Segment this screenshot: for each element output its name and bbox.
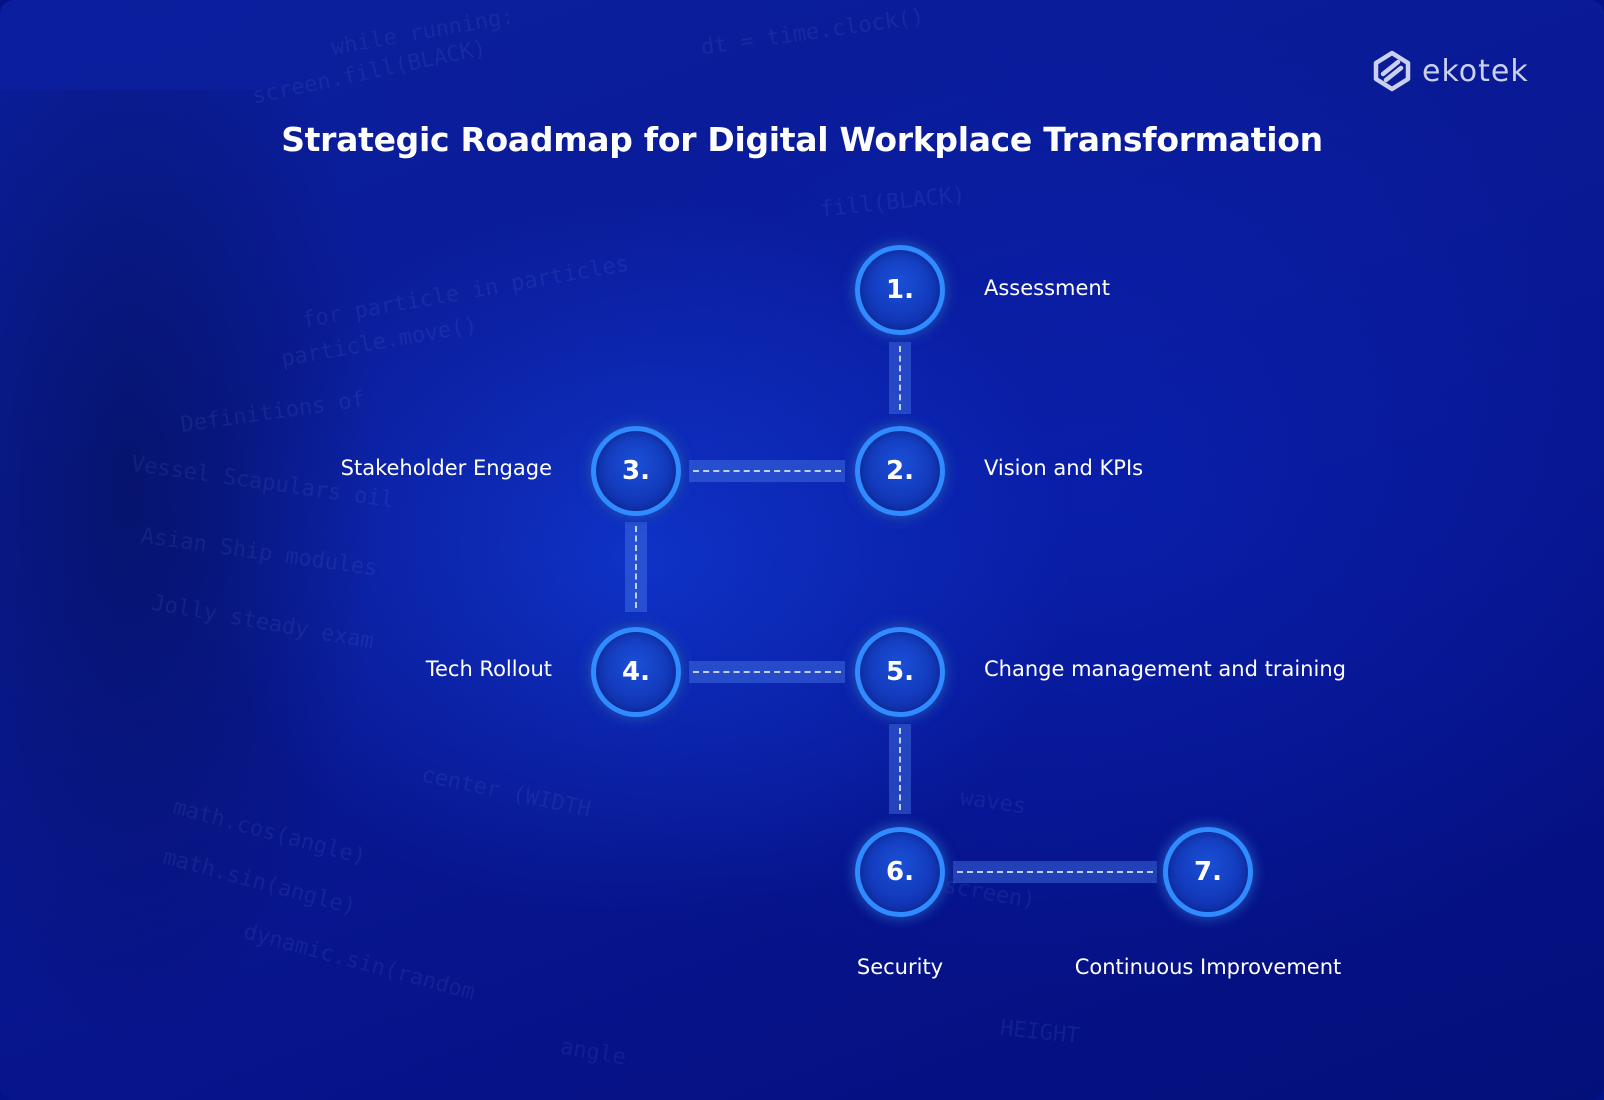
page-title: Strategic Roadmap for Digital Workplace … xyxy=(281,120,1323,159)
connector-1-2 xyxy=(889,342,911,414)
step-4-number: 4. xyxy=(622,657,650,687)
brand-name: ekotek xyxy=(1422,53,1529,89)
step-6-label: Security xyxy=(856,955,944,979)
step-4-label: Tech Rollout xyxy=(425,657,552,681)
step-5-label: Change management and training xyxy=(984,657,1346,681)
connector-3-4 xyxy=(625,522,647,612)
step-5-ring: 5. xyxy=(855,627,945,717)
connector-5-6 xyxy=(889,724,911,814)
step-6-number: 6. xyxy=(886,857,914,887)
step-3-label: Stakeholder Engage xyxy=(340,456,552,480)
connector-3-2 xyxy=(689,460,845,482)
step-7-label: Continuous Improvement xyxy=(1074,955,1342,979)
step-2-node: 2. xyxy=(845,416,955,526)
step-2-ring: 2. xyxy=(855,426,945,516)
step-5-node: 5. xyxy=(845,617,955,727)
step-4-ring: 4. xyxy=(591,627,681,717)
background-shadow xyxy=(0,90,380,1070)
step-5-number: 5. xyxy=(886,657,914,687)
connector-4-5 xyxy=(689,661,845,683)
step-1-number: 1. xyxy=(886,275,914,305)
connector-6-7 xyxy=(953,861,1157,883)
ekotek-logo-icon xyxy=(1373,50,1411,92)
step-3-number: 3. xyxy=(622,456,650,486)
step-3-node: 3. xyxy=(581,416,691,526)
step-7-ring: 7. xyxy=(1163,827,1253,917)
brand-logo: ekotek xyxy=(1372,50,1529,92)
step-6-node: 6. xyxy=(845,817,955,927)
step-2-label: Vision and KPIs xyxy=(984,456,1144,480)
step-1-node: 1. xyxy=(845,235,955,345)
step-1-ring: 1. xyxy=(855,245,945,335)
step-7-number: 7. xyxy=(1194,857,1222,887)
step-2-number: 2. xyxy=(886,456,914,486)
step-1-label: Assessment xyxy=(984,276,1110,300)
step-3-ring: 3. xyxy=(591,426,681,516)
step-4-node: 4. xyxy=(581,617,691,727)
step-6-ring: 6. xyxy=(855,827,945,917)
step-7-node: 7. xyxy=(1153,817,1263,927)
